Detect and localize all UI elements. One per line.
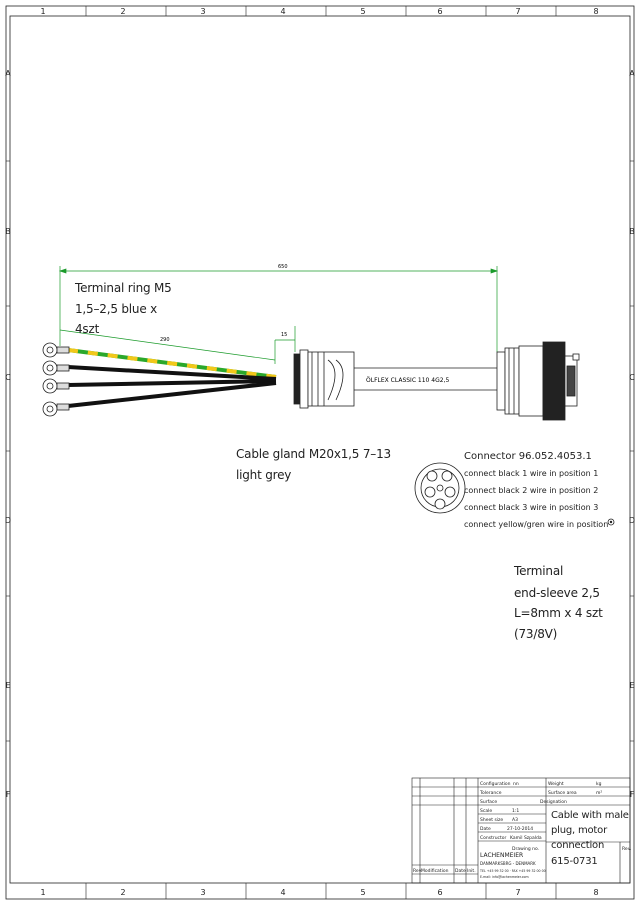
dimension-wires-value: 290 xyxy=(160,337,170,343)
terminal-sleeve-line-4: (73/8V) xyxy=(514,627,557,641)
tb-surface-label: Surface xyxy=(480,799,497,805)
connector-line-1: connect black 1 wire in position 1 xyxy=(464,469,598,478)
grid-col-1-top: 1 xyxy=(40,7,45,16)
grid-col-8-bottom: 8 xyxy=(593,888,598,897)
grid-col-4-bottom: 4 xyxy=(280,888,285,897)
tb-drawing-no-label: Drawing no. xyxy=(512,846,539,852)
terminal-sleeve-line-1: Terminal xyxy=(513,564,563,578)
connector-line-3: connect black 3 wire in position 3 xyxy=(464,503,598,512)
terminal-ring-line-3: 4szt xyxy=(75,322,100,336)
cable-body xyxy=(354,367,498,391)
grid-row-c-left: C xyxy=(5,373,11,382)
tb-date-col: Date xyxy=(455,868,466,874)
grid-row-a-left: A xyxy=(5,69,11,78)
grid-col-1-bottom: 1 xyxy=(40,888,45,897)
grid-col-6-bottom: 6 xyxy=(437,888,442,897)
grid-col-7-bottom: 7 xyxy=(515,888,520,897)
terminal-ring-line-2: 1,5–2,5 blue x xyxy=(75,302,157,316)
ring-terminal xyxy=(42,360,70,376)
grid-col-5-top: 5 xyxy=(360,7,365,16)
tb-scale-label: Scale xyxy=(480,808,492,814)
connector-line-2: connect black 2 wire in position 2 xyxy=(464,486,598,495)
ring-terminal xyxy=(42,401,70,417)
inner-frame xyxy=(9,15,631,884)
grid-row-e-right: E xyxy=(629,681,634,690)
grid-row-d-left: D xyxy=(5,516,11,525)
grid-col-2-top: 2 xyxy=(120,7,125,16)
cable-gland xyxy=(293,349,355,409)
tb-surface-area-label: Surface area xyxy=(548,790,577,796)
dimension-gland xyxy=(275,326,296,352)
grid-row-c-right: C xyxy=(629,373,635,382)
grid-col-5-bottom: 5 xyxy=(360,888,365,897)
grid-row-d-right: D xyxy=(629,516,635,525)
grid-ticks xyxy=(6,6,634,899)
grid-col-4-top: 4 xyxy=(280,7,285,16)
cable-gland-line-2: light grey xyxy=(236,468,291,482)
tb-company: LACHENMEIER xyxy=(480,852,523,859)
tb-constructor-value: Kamil Szpalda xyxy=(510,835,542,841)
dimension-wires xyxy=(59,329,276,364)
tb-tolerance-label: Tolerance xyxy=(479,790,502,796)
tb-company-tel: TEL +45 99 32 00 · FAX +45 99 32 00 00 xyxy=(479,869,546,873)
tb-designation-line-1: Cable with male xyxy=(551,810,629,821)
grid-col-6-top: 6 xyxy=(437,7,442,16)
tb-config-value: nn xyxy=(513,782,519,787)
connector-title: Connector 96.052.4053.1 xyxy=(464,451,592,462)
connector-face xyxy=(414,462,466,514)
tb-designation-line-3: connection xyxy=(551,840,604,851)
grid-row-f-left: F xyxy=(6,790,11,799)
grid-row-f-right: F xyxy=(630,790,635,799)
tb-sheet-value: A3 xyxy=(512,817,518,823)
tb-surface-area-value: m² xyxy=(596,791,602,796)
connector-plug xyxy=(496,341,580,421)
ground-symbol xyxy=(607,518,615,526)
grid-row-e-left: E xyxy=(5,681,10,690)
grid-row-b-left: B xyxy=(5,227,11,236)
ground-symbol-dot xyxy=(609,520,613,524)
dimension-gland-value: 15 xyxy=(281,332,287,338)
dimension-overall-value: 650 xyxy=(278,264,288,270)
tb-rev-label: Rev. xyxy=(622,846,631,852)
grid-col-3-bottom: 3 xyxy=(200,888,205,897)
tb-mod-col: Modification xyxy=(421,868,449,874)
tb-sheet-label: Sheet size xyxy=(480,817,503,823)
title-block xyxy=(411,777,631,884)
grid-col-3-top: 3 xyxy=(200,7,205,16)
ring-terminals xyxy=(42,342,70,417)
wire-bundle xyxy=(67,348,277,408)
grid-row-a-right: A xyxy=(629,69,635,78)
tb-date-label: Date xyxy=(480,826,491,832)
grid-col-8-top: 8 xyxy=(593,7,598,16)
terminal-sleeve-line-2: end-sleeve 2,5 xyxy=(514,586,600,600)
grid-row-b-right: B xyxy=(629,227,635,236)
cable-label: ÖLFLEX CLASSIC 110 4G2,5 xyxy=(366,377,449,384)
grid-col-7-top: 7 xyxy=(515,7,520,16)
tb-drawing-no: 615-0731 xyxy=(551,856,598,867)
connector-line-4: connect yellow/gren wire in position xyxy=(464,520,608,529)
tb-constructor-label: Constructor xyxy=(480,835,507,841)
ring-terminal xyxy=(42,342,70,358)
tb-weight-label: Weight xyxy=(548,781,564,787)
tb-company-addr: DANMARKSBRG - DENMARK xyxy=(480,861,536,866)
grid-col-2-bottom: 2 xyxy=(120,888,125,897)
tb-company-mail: E-mail: info@lachenmeier.com xyxy=(480,875,529,879)
terminal-ring-line-1: Terminal ring M5 xyxy=(74,281,172,295)
cable-gland-line-1: Cable gland M20x1,5 7–13 xyxy=(236,447,391,461)
tb-init-col: Init. xyxy=(467,868,476,874)
dimension-overall xyxy=(58,266,499,352)
tb-scale-value: 1:1 xyxy=(512,808,519,814)
tb-designation-label: Designation xyxy=(540,799,567,805)
tb-date-value: 27-10-2014 xyxy=(507,826,533,832)
tb-config-label: Configuration xyxy=(480,781,511,787)
tb-designation-line-2: plug, motor xyxy=(551,825,608,836)
outer-frame xyxy=(5,5,635,900)
ring-terminal xyxy=(42,378,70,394)
tb-rev-col: Rev. xyxy=(413,868,422,874)
tb-weight-value: kg xyxy=(596,781,602,787)
terminal-sleeve-line-3: L=8mm x 4 szt xyxy=(514,606,603,620)
